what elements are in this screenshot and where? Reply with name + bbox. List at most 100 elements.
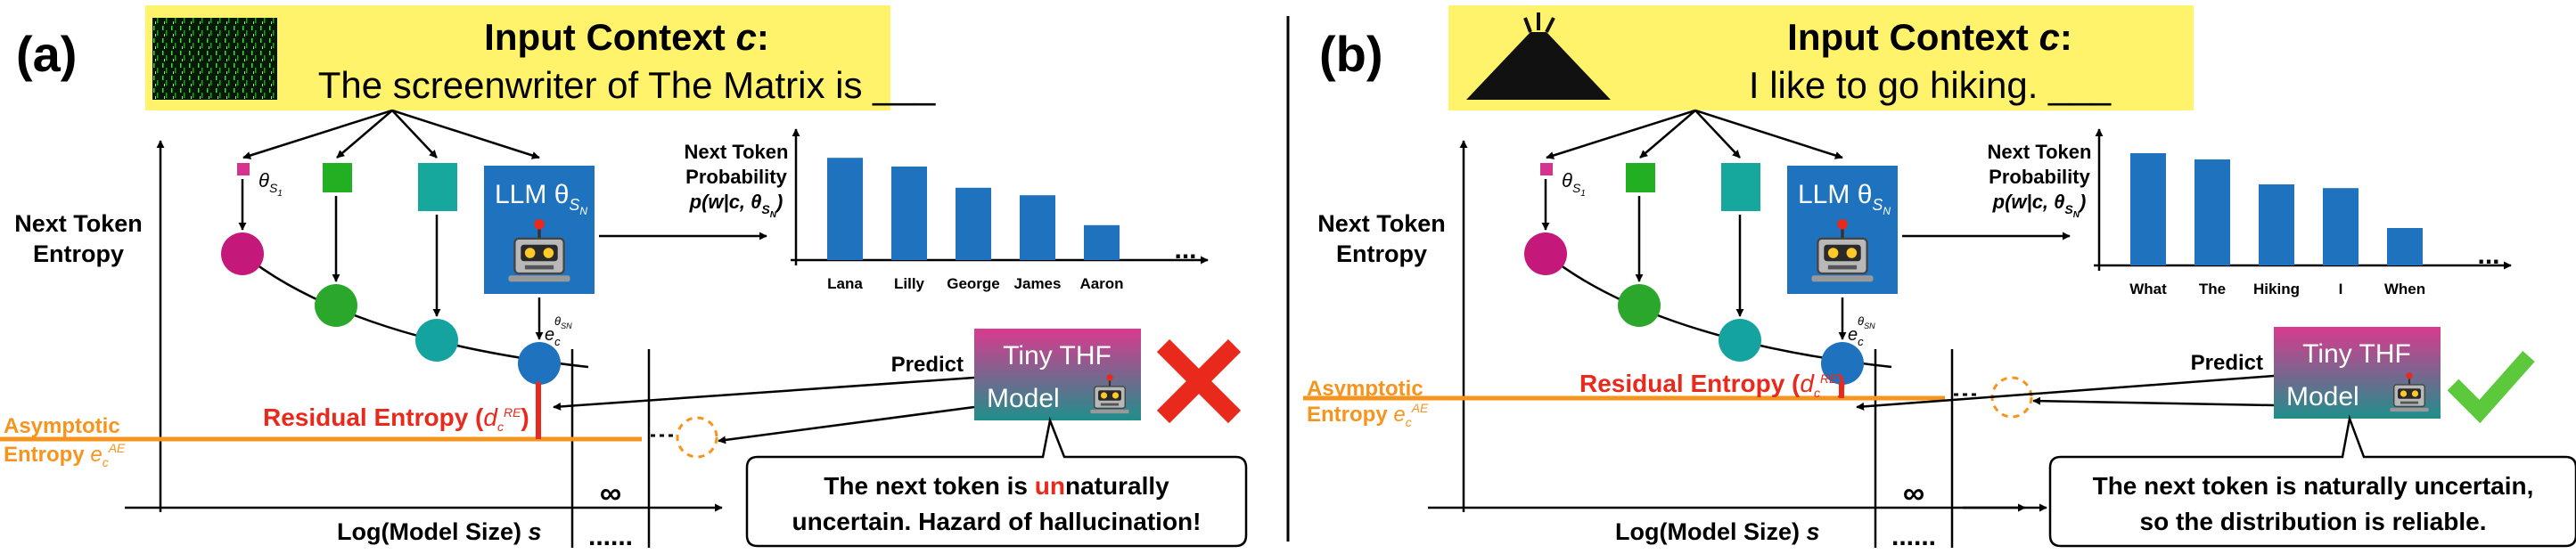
conclusion-line2: uncertain. Hazard of hallucination! [792, 508, 1202, 535]
robot-mouth [1827, 265, 1858, 270]
theta-s1-label: θS1 [1562, 169, 1586, 199]
asymptotic-label-line2: Entropy ecAE [1307, 401, 1429, 429]
robot-eye-right [1112, 392, 1120, 399]
robot-eye-left [1827, 248, 1839, 258]
infinity-dots: ...... [588, 522, 633, 551]
robot-base [2390, 407, 2429, 412]
prob-axis-end: ) [2078, 191, 2086, 213]
robot-base [508, 275, 570, 282]
fanout-arrow [1694, 109, 1843, 159]
prob-axis-label-line2: Probability [1989, 166, 2090, 188]
tiny-model-robot-icon [2390, 372, 2429, 412]
probability-bar-lana [827, 158, 863, 260]
residual-entropy-label: Residual Entropy (dcRE) [1579, 370, 1846, 400]
fanout-arrow [242, 109, 393, 159]
tiny-model-label-line2: Model [2286, 382, 2359, 411]
model-square-s1 [237, 163, 250, 175]
cross-icon [1156, 338, 1242, 424]
predict-asymptotic-arrow [2032, 396, 2275, 407]
residual-symbol: d [1800, 370, 1815, 397]
probability-bar-george [956, 187, 991, 260]
asymptotic-label-line1: Asymptotic [4, 414, 120, 438]
prob-axis-sub: S [761, 202, 770, 216]
entropy-point-2 [1618, 284, 1661, 327]
predict-asymptotic-arrow [718, 405, 975, 444]
probability-bar-aaron [1084, 224, 1120, 260]
llm-sub: S [1872, 196, 1883, 214]
predict-label: Predict [2191, 351, 2263, 375]
robot-eye-left [2400, 390, 2408, 397]
theta-s1-subsub: 1 [1580, 189, 1586, 199]
model-square-s2 [1626, 163, 1655, 192]
bar-category-label: When [2384, 281, 2425, 297]
predict-residual-arrow [553, 376, 975, 411]
entropy-point-3 [415, 319, 458, 362]
conclusion-callout [745, 416, 1248, 548]
conclusion-highlight: un [1035, 472, 1065, 500]
probability-bar-lilly [891, 167, 927, 260]
theta-s1-sub: S [269, 181, 278, 195]
entropy-point-sub: c [554, 335, 561, 348]
model-square-s3 [418, 163, 457, 211]
asymptotic-label-line1: Asymptotic [1307, 377, 1423, 401]
fanout-arrow [1694, 110, 1741, 159]
model-square-s3 [1721, 163, 1760, 211]
prob-axis-subsub: N [2073, 210, 2080, 220]
model-size-axis-label: Log(Model Size) s [1615, 518, 1820, 545]
bar-category-label: James [1014, 275, 1062, 292]
context-var: c [735, 16, 756, 58]
residual-sub: c [497, 420, 504, 434]
probability-bar-when [2387, 228, 2423, 265]
prob-axis-label-line3: p(w|c, θSN) [689, 191, 783, 220]
entropy-point-sup: θSN [1858, 314, 1875, 330]
entropy-point-4 [518, 342, 561, 385]
entropy-axis-label-line2: Entropy [1336, 240, 1427, 267]
context-colon: : [2060, 16, 2072, 58]
theta-s1-label: θS1 [258, 169, 283, 199]
probability-bar-i [2323, 188, 2359, 265]
robot-mouth [2400, 401, 2419, 404]
residual-close: ) [1837, 370, 1845, 397]
asymptotic-symbol: e [90, 443, 102, 467]
residual-sup: RE [504, 405, 521, 420]
robot-eye-left [524, 248, 536, 258]
asymptotic-label-line2: Entropy ecAE [4, 441, 126, 469]
robot-mouth [524, 265, 554, 270]
residual-close: ) [521, 403, 529, 431]
llm-subsub: N [1883, 205, 1891, 217]
mountain-shape [1466, 32, 1611, 100]
predict-label: Predict [891, 353, 964, 377]
bar-category-label: I [2339, 281, 2343, 297]
context-sentence: The screenwriter of The Matrix is ___ [318, 64, 936, 106]
fanout-arrow [336, 110, 393, 159]
residual-sup: RE [1820, 371, 1838, 386]
entropy-point-4 [1821, 342, 1864, 385]
theta-s1-sub: S [1572, 181, 1581, 195]
check-icon [2447, 351, 2535, 424]
fanout-arrow [1639, 110, 1696, 159]
entropy-axis-label-line1: Next Token [1317, 210, 1446, 237]
tiny-model-robot-icon [1090, 374, 1129, 414]
robot-base [1090, 409, 1129, 414]
entropy-point-1 [1524, 232, 1567, 275]
entropy-point-sup: θSN [554, 314, 572, 330]
panel-label: (b) [1319, 26, 1383, 82]
robot-eye-right [543, 248, 554, 258]
robot-mouth [1100, 403, 1120, 406]
entropy-point-1 [221, 232, 264, 275]
context-title: Input Context c: [1787, 16, 2072, 58]
robot-base [1811, 275, 1874, 282]
entropy-point-3 [1719, 319, 1761, 362]
asymptotic-point-dashed-circle [676, 416, 718, 459]
llm-sub: S [569, 196, 579, 214]
llm-subsub: N [579, 205, 587, 217]
conclusion-line1-end: naturally [1065, 472, 1169, 500]
prob-axis-label-line3: p(w|c, θSN) [1992, 191, 2087, 220]
llm-robot-icon [1811, 219, 1874, 282]
asymptotic-sub: c [1406, 415, 1412, 429]
llm-robot-icon [508, 219, 570, 282]
entropy-point-sup-sub: SN [1864, 322, 1875, 330]
tiny-model-label-line2: Model [987, 384, 1060, 413]
